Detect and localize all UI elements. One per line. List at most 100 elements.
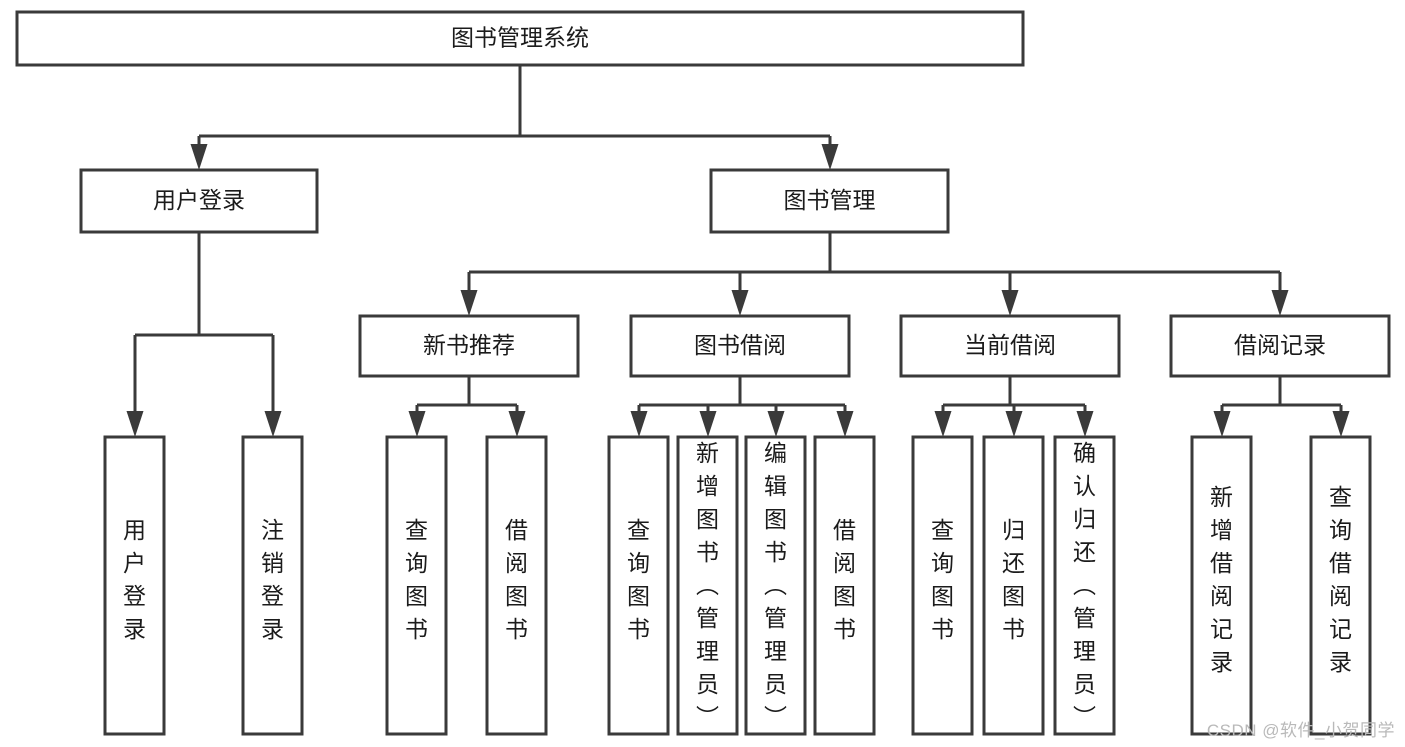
node-label-char: ︵ xyxy=(1073,572,1096,598)
node-label-char: 录 xyxy=(261,616,284,642)
node-label-char: 员 xyxy=(696,671,719,697)
node-label-char: 书 xyxy=(931,616,954,642)
node-box-fn-record-query[interactable] xyxy=(1309,435,1372,736)
node-label-char: 查 xyxy=(1329,484,1352,510)
node-box-root[interactable] xyxy=(15,10,1025,67)
node-label-char: 记 xyxy=(1210,616,1233,642)
node-fn-recommend-borrow-book[interactable]: 借阅图书 xyxy=(485,435,548,736)
arrow-head-fn-record-add xyxy=(1213,411,1231,437)
node-box-fn-current-return-book[interactable] xyxy=(982,435,1045,736)
arrow-head-fn-user-logout xyxy=(264,411,282,437)
node-label-char: 还 xyxy=(1002,550,1025,576)
node-box-fn-user-login[interactable] xyxy=(103,435,166,736)
node-label-char: 图 xyxy=(696,506,719,532)
node-label-char: 户 xyxy=(123,550,146,576)
node-box-borrow-record[interactable] xyxy=(1169,314,1391,378)
node-label-char: 新 xyxy=(696,440,719,466)
node-label-char: 管 xyxy=(696,605,719,631)
node-fn-current-query-book[interactable]: 查询图书 xyxy=(911,435,974,736)
node-label-char: 图 xyxy=(505,583,528,609)
node-label-char: 借 xyxy=(1210,550,1233,576)
node-fn-borrow-add-book[interactable]: 新增图书︵管理员︶ xyxy=(676,435,739,736)
node-label-fn-borrow-borrow-book: 借阅图书 xyxy=(833,517,856,642)
connector-group-user-login xyxy=(126,232,282,437)
node-box-fn-recommend-query-book[interactable] xyxy=(385,435,448,736)
node-label-char: 阅 xyxy=(1329,583,1352,609)
node-fn-record-add[interactable]: 新增借阅记录 xyxy=(1190,435,1253,736)
node-box-fn-borrow-borrow-book[interactable] xyxy=(813,435,876,736)
node-label-book-borrow: 图书借阅 xyxy=(694,332,786,358)
node-label-fn-user-logout: 注销登录 xyxy=(261,517,284,642)
node-label-char: 询 xyxy=(931,550,954,576)
node-label-char: 图 xyxy=(627,583,650,609)
node-label-char: 书 xyxy=(627,616,650,642)
node-label-char: 编 xyxy=(764,440,787,466)
node-borrow-record[interactable]: 借阅记录 xyxy=(1169,314,1391,378)
node-label-char: 注 xyxy=(261,517,284,543)
node-box-new-book-recommend[interactable] xyxy=(358,314,580,378)
node-fn-borrow-query-book[interactable]: 查询图书 xyxy=(607,435,670,736)
arrow-head-fn-recommend-borrow-book xyxy=(508,411,526,437)
node-root[interactable]: 图书管理系统 xyxy=(15,10,1025,67)
node-label-root: 图书管理系统 xyxy=(451,25,589,51)
node-label-fn-recommend-borrow-book: 借阅图书 xyxy=(505,517,528,642)
node-box-fn-record-add[interactable] xyxy=(1190,435,1253,736)
node-box-user-login[interactable] xyxy=(79,168,319,234)
node-fn-record-query[interactable]: 查询借阅记录 xyxy=(1309,435,1372,736)
arrow-head-fn-user-login xyxy=(126,411,144,437)
node-label-char: ︶ xyxy=(696,704,719,730)
node-fn-borrow-borrow-book[interactable]: 借阅图书 xyxy=(813,435,876,736)
node-label-char: 理 xyxy=(1073,638,1096,664)
node-box-fn-user-logout[interactable] xyxy=(241,435,304,736)
node-box-fn-borrow-edit-book[interactable] xyxy=(744,435,807,736)
node-label-char: 录 xyxy=(123,616,146,642)
node-label-char: 询 xyxy=(1329,517,1352,543)
node-book-borrow[interactable]: 图书借阅 xyxy=(629,314,851,378)
node-box-fn-recommend-borrow-book[interactable] xyxy=(485,435,548,736)
node-label-char: 新 xyxy=(1210,484,1233,510)
node-fn-recommend-query-book[interactable]: 查询图书 xyxy=(385,435,448,736)
node-box-current-borrow[interactable] xyxy=(899,314,1121,378)
node-label-char: 书 xyxy=(833,616,856,642)
arrow-head-fn-current-return-book xyxy=(1005,411,1023,437)
node-label-char: 查 xyxy=(405,517,428,543)
node-label-char: 书 xyxy=(505,616,528,642)
connector-group-book-management xyxy=(460,232,1289,316)
node-box-book-management[interactable] xyxy=(709,168,950,234)
node-label-char: 录 xyxy=(1210,649,1233,675)
node-label-fn-current-query-book: 查询图书 xyxy=(931,517,954,642)
node-fn-user-login[interactable]: 用户登录 xyxy=(103,435,166,736)
arrow-head-user-login xyxy=(190,144,208,170)
node-label-char: 阅 xyxy=(1210,583,1233,609)
node-box-fn-current-confirm-return[interactable] xyxy=(1053,435,1116,736)
node-label-char: 销 xyxy=(261,550,284,576)
node-fn-borrow-edit-book[interactable]: 编辑图书︵管理员︶ xyxy=(744,435,807,736)
node-label-user-login: 用户登录 xyxy=(153,187,245,213)
node-label-fn-current-return-book: 归还图书 xyxy=(1002,517,1025,642)
node-label-fn-record-query: 查询借阅记录 xyxy=(1329,484,1352,675)
node-box-fn-borrow-query-book[interactable] xyxy=(607,435,670,736)
node-user-login[interactable]: 用户登录 xyxy=(79,168,319,234)
node-label-char: 书 xyxy=(696,539,719,565)
node-label-char: 询 xyxy=(627,550,650,576)
node-box-book-borrow[interactable] xyxy=(629,314,851,378)
node-box-fn-current-query-book[interactable] xyxy=(911,435,974,736)
node-current-borrow[interactable]: 当前借阅 xyxy=(899,314,1121,378)
arrow-head-fn-borrow-query-book xyxy=(630,411,648,437)
node-label-char: 借 xyxy=(1329,550,1352,576)
node-book-management[interactable]: 图书管理 xyxy=(709,168,950,234)
node-fn-current-return-book[interactable]: 归还图书 xyxy=(982,435,1045,736)
node-label-char: 借 xyxy=(833,517,856,543)
node-fn-current-confirm-return[interactable]: 确认归还︵管理员︶ xyxy=(1053,435,1116,736)
node-box-fn-borrow-add-book[interactable] xyxy=(676,435,739,736)
node-new-book-recommend[interactable]: 新书推荐 xyxy=(358,314,580,378)
node-label-char: 增 xyxy=(696,473,719,499)
node-label-char: 管 xyxy=(1073,605,1096,631)
node-label-char: 图 xyxy=(405,583,428,609)
node-fn-user-logout[interactable]: 注销登录 xyxy=(241,435,304,736)
node-label-char: 图 xyxy=(931,583,954,609)
node-label-char: 还 xyxy=(1073,539,1096,565)
node-label-book-management: 图书管理 xyxy=(784,187,876,213)
node-label-char: 登 xyxy=(261,583,284,609)
